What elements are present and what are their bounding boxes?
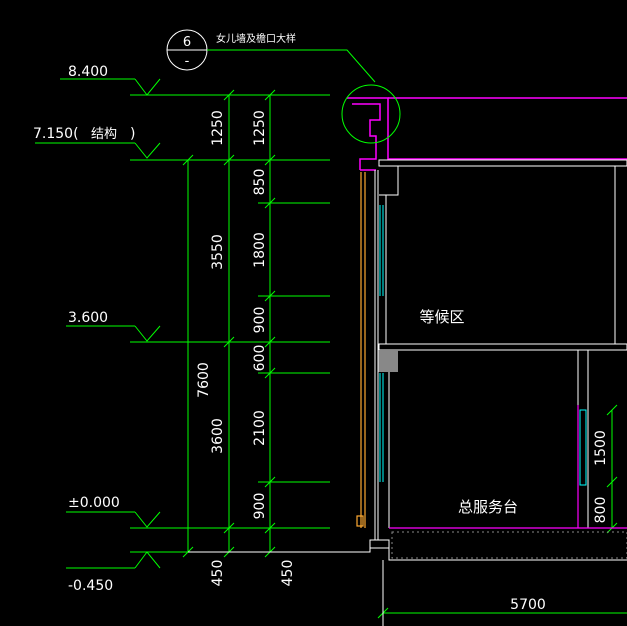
level-label-7150: 7.150( xyxy=(33,126,79,142)
ground-slab xyxy=(188,539,627,626)
dim-inner-600: 600 xyxy=(252,345,268,372)
room-label-waiting: 等候区 xyxy=(419,308,464,326)
dim-inner-450: 450 xyxy=(280,560,296,587)
level-marker-0000 xyxy=(66,511,330,529)
dim-outer-7600: 7600 xyxy=(196,362,212,398)
dim-middle-3600: 3600 xyxy=(210,418,226,454)
dimension-lines xyxy=(182,89,330,558)
dim-middle-3550: 3550 xyxy=(210,234,226,270)
beam-3600 xyxy=(378,350,398,372)
dim-right-1500: 1500 xyxy=(593,430,609,466)
level-label-0000: ±0.000 xyxy=(68,495,120,511)
ground-outline xyxy=(389,405,627,529)
level-marker-8400 xyxy=(60,78,330,96)
dim-inner-900b: 900 xyxy=(252,493,268,520)
dim-middle-1250: 1250 xyxy=(210,110,226,146)
roof-outline xyxy=(347,97,627,171)
dim-right-800: 800 xyxy=(593,497,609,524)
level-marker-3600 xyxy=(66,325,330,343)
level-marker-7150 xyxy=(35,142,330,161)
level-label-8400: 8.400 xyxy=(68,64,108,80)
level-label-3600: 3.600 xyxy=(68,310,108,326)
floor-slab-3600 xyxy=(378,343,627,372)
dimension-lines-bottom xyxy=(377,560,627,626)
room-label-service-desk: 总服务台 xyxy=(458,498,518,516)
level-label-neg450: -0.450 xyxy=(68,578,113,594)
roof-slab xyxy=(378,159,627,196)
callout-sheet: - xyxy=(185,54,190,69)
dim-inner-1250: 1250 xyxy=(252,110,268,146)
dim-bottom-5700: 5700 xyxy=(510,597,546,613)
level-note-structure: 结构 xyxy=(91,127,117,142)
wall-lines xyxy=(374,166,616,540)
dim-inner-850: 850 xyxy=(252,169,268,196)
window-glazing xyxy=(379,205,587,486)
dim-middle-450: 450 xyxy=(210,560,226,587)
level-note-close: ) xyxy=(130,126,135,142)
ground-hatch xyxy=(391,531,627,559)
callout-label: 女儿墙及檐口大样 xyxy=(216,32,296,45)
detail-callout xyxy=(166,29,401,144)
callout-number: 6 xyxy=(183,35,191,50)
curtain-wall-frame xyxy=(356,172,366,528)
dim-inner-900a: 900 xyxy=(252,307,268,334)
dim-inner-2100: 2100 xyxy=(252,410,268,446)
dim-inner-1800: 1800 xyxy=(252,232,268,268)
